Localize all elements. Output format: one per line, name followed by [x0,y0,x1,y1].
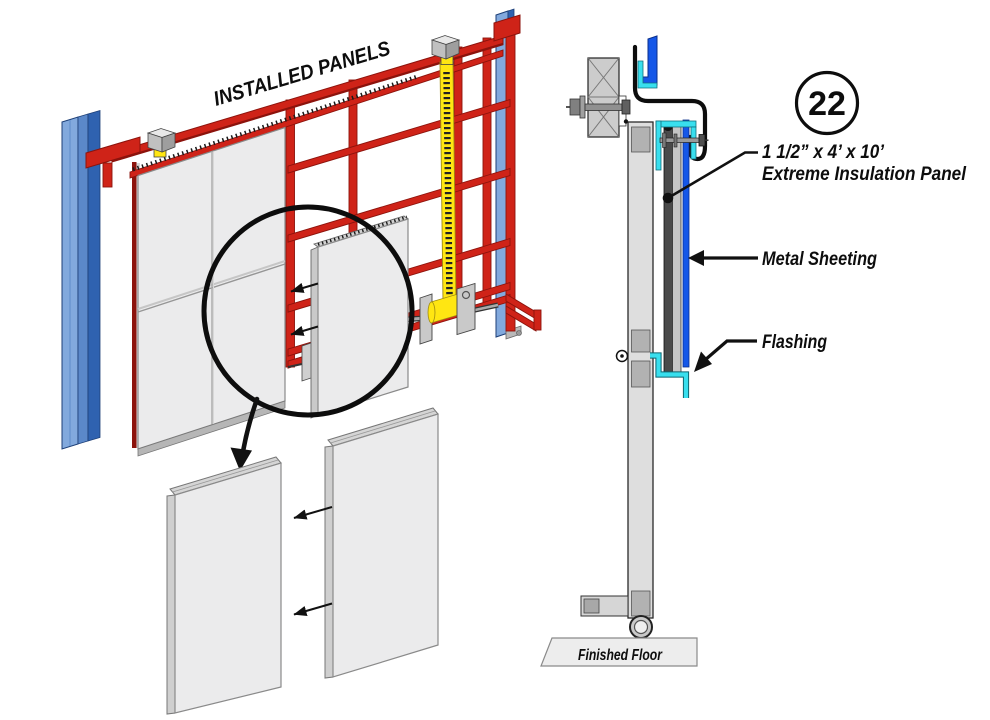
finished-floor-label: Finished Floor [578,647,663,664]
rail-clamp-right [430,35,461,65]
label-flashing: Flashing [694,332,827,372]
panel-liner-bar [672,123,682,373]
label-insulation-panel: 1 1/2” x 4’ x 10’ Extreme Insulation Pan… [662,142,967,204]
base-flashing [650,352,690,398]
frame-top-rail [85,14,521,188]
insulation-panel-bar [663,123,673,373]
detail-number: 22 [808,85,846,123]
girt-cross-section [627,121,654,619]
loose-panel-left [166,456,282,715]
base-clip-arm [580,595,629,617]
pipe-section [629,615,653,639]
pin-fastener [615,349,629,363]
arrow-head [694,351,712,372]
fastener-dot [623,119,629,124]
installed-panel-field [137,126,286,457]
ratchet-winch [419,282,476,345]
rail-clamp-left [146,128,177,158]
detail-number-badge: 22 [794,70,860,136]
head-channel [655,120,697,171]
panel-underside [137,400,286,457]
through-bolt [566,95,631,119]
installed-panels-view: INSTALLED PANELS [61,8,542,715]
flashing-label: Flashing [762,332,827,353]
finished-floor-slab: Finished Floor [540,637,698,667]
panel-edge-trim [132,162,137,448]
insulation-size-label: 1 1/2” x 4’ x 10’ [762,142,885,163]
panel-being-inserted [310,215,409,419]
strap-print-text [443,71,453,297]
ratchet-strap [439,61,457,303]
panel-assembly-section [663,119,690,373]
label-metal-sheeting: Metal Sheeting [688,249,877,270]
callout-leader-arrow [230,396,260,471]
panel-clip-serrations [317,215,408,246]
insertion-arrows-lower [293,506,333,616]
head-screw [659,132,709,148]
detail-callout-circle [201,204,415,418]
arrow-head [688,250,704,266]
metal-sheeting-label: Metal Sheeting [762,249,877,270]
flashing-angle-top [637,60,658,89]
metal-sheeting-bar [682,119,690,368]
blocking-cross-section [566,57,631,138]
insertion-arrows-upper [290,282,319,336]
insulation-name-label: Extreme Insulation Panel [762,164,967,185]
section-detail-view: Finished Floor 22 1 1/2” x 4’ x 10’ Extr… [540,35,967,667]
loose-panel-right [324,407,439,679]
steel-column-left [61,109,101,450]
